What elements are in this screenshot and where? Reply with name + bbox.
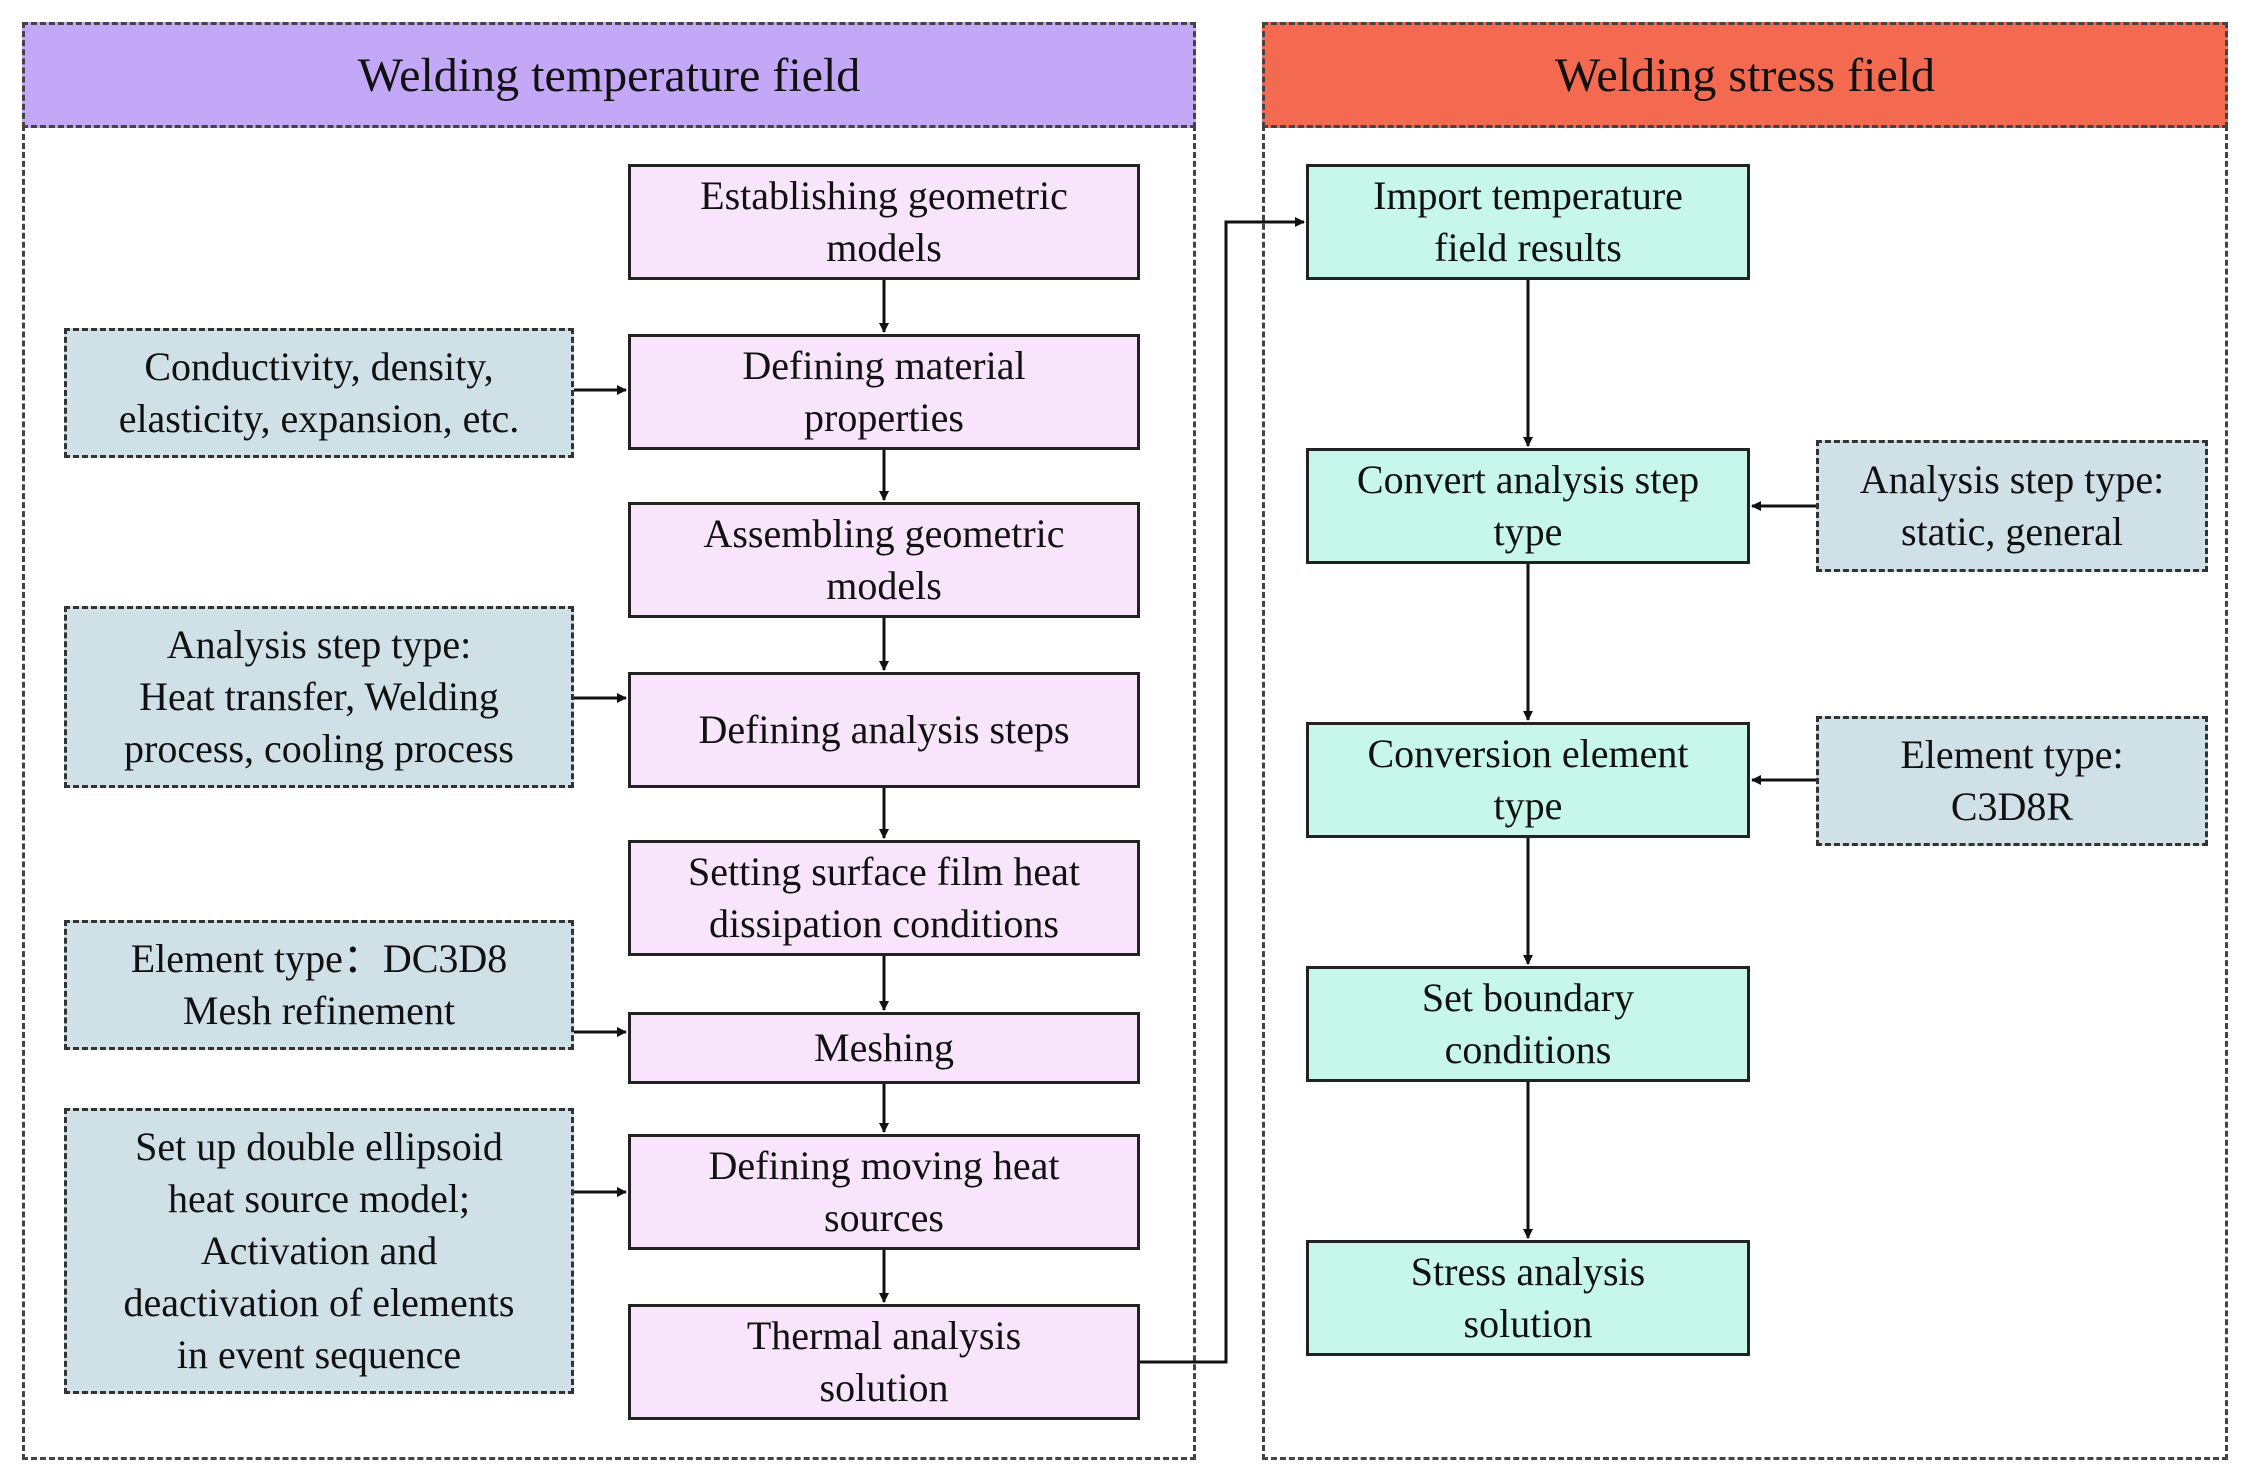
step-label: Defining material properties [742,343,1026,440]
step-thermal-analysis-solution: Thermal analysis solution [628,1304,1140,1420]
note-text: Element type：DC3D8 Mesh refinement [130,936,508,1033]
note-text: Element type: C3D8R [1900,732,2124,829]
note-static-general: Analysis step type: static, general [1816,440,2208,572]
step-stress-analysis-solution: Stress analysis solution [1306,1240,1750,1356]
note-text: Set up double ellipsoid heat source mode… [123,1124,515,1377]
step-meshing: Meshing [628,1012,1140,1084]
step-label: Assembling geometric models [703,511,1065,608]
step-label: Conversion element type [1367,731,1689,828]
step-assemble-geometric-models: Assembling geometric models [628,502,1140,618]
temperature-field-title: Welding temperature field [357,48,861,102]
step-label: Meshing [814,1025,954,1070]
step-set-boundary-conditions: Set boundary conditions [1306,966,1750,1082]
arrow-cross-panel [1140,217,1305,1364]
temperature-field-panel [22,125,1196,1460]
note-analysis-step-type: Analysis step type: Heat transfer, Weldi… [64,606,574,788]
note-element-type-c3d8r: Element type: C3D8R [1816,716,2208,846]
step-label: Import temperature field results [1373,173,1683,270]
step-define-moving-heat-sources: Defining moving heat sources [628,1134,1140,1250]
stress-field-title: Welding stress field [1554,48,1936,102]
note-material-properties: Conductivity, density, elasticity, expan… [64,328,574,458]
note-text: Analysis step type: Heat transfer, Weldi… [124,622,514,771]
step-import-temperature-results: Import temperature field results [1306,164,1750,280]
note-text: Conductivity, density, elasticity, expan… [118,344,520,441]
step-label: Thermal analysis solution [746,1313,1022,1410]
step-convert-analysis-step-type: Convert analysis step type [1306,448,1750,564]
step-label: Setting surface film heat dissipation co… [687,849,1081,946]
step-label: Stress analysis solution [1410,1249,1646,1346]
note-heat-source-model: Set up double ellipsoid heat source mode… [64,1108,574,1394]
step-label: Convert analysis step type [1356,457,1700,554]
step-label: Defining analysis steps [698,707,1070,752]
step-define-material-properties: Defining material properties [628,334,1140,450]
step-label: Set boundary conditions [1421,975,1635,1072]
stress-field-panel [1262,125,2228,1460]
step-surface-film-heat-dissipation: Setting surface film heat dissipation co… [628,840,1140,956]
note-element-type-mesh: Element type：DC3D8 Mesh refinement [64,920,574,1050]
note-text: Analysis step type: static, general [1859,457,2165,554]
step-label: Defining moving heat sources [708,1143,1060,1240]
step-label: Establishing geometric models [700,173,1068,270]
step-conversion-element-type: Conversion element type [1306,722,1750,838]
step-define-analysis-steps: Defining analysis steps [628,672,1140,788]
step-establish-geometric-models: Establishing geometric models [628,164,1140,280]
temperature-field-header: Welding temperature field [22,22,1196,128]
